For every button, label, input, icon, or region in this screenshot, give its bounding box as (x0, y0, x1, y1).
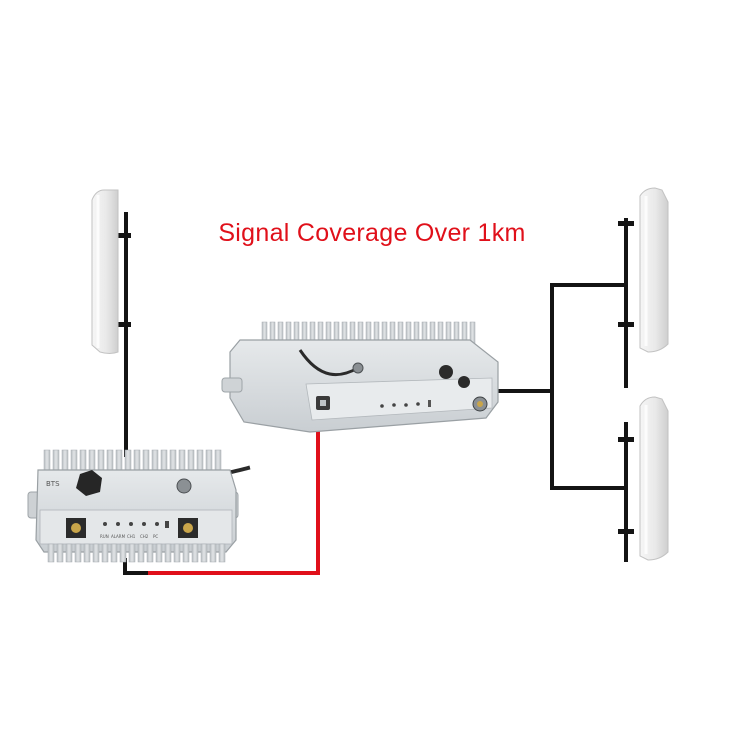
heat-sink-fin (119, 543, 127, 563)
bts-led-row (103, 521, 169, 528)
repeater-led-row (380, 400, 431, 408)
panel-antenna-icon (639, 187, 669, 353)
heat-sink-fin (133, 449, 141, 473)
heat-sink-fin (88, 449, 96, 473)
heat-sink-fin (187, 449, 195, 473)
service-antenna-lower (618, 396, 669, 562)
heat-sink-fin (83, 543, 91, 563)
coverage-headline: Signal Coverage Over 1km (218, 219, 526, 247)
bts-output-cable (123, 558, 154, 575)
heat-sink-fin (110, 543, 118, 563)
bts-side-connector-icon (176, 478, 192, 494)
heat-sink-fin (47, 543, 55, 563)
heat-sink-fin (155, 543, 163, 563)
panel-antenna-icon (639, 396, 669, 561)
bts-vent-icon (76, 470, 102, 496)
heat-sink-fin (209, 543, 217, 563)
heat-sink-fin (178, 449, 186, 473)
donor-antenna (91, 189, 131, 400)
heat-sink-fin (65, 543, 73, 563)
bts-port-label-run: RUN (100, 534, 109, 539)
bts-port-label-ch2: CH2 (140, 534, 149, 539)
heat-sink-fin (160, 449, 168, 473)
bts-label: BTS (46, 480, 60, 488)
heat-sink-fin (115, 449, 123, 473)
heat-sink-fin (200, 543, 208, 563)
bts-port-label-alarm: ALARM (111, 534, 126, 539)
heat-sink-fin (142, 449, 150, 473)
heat-sink-fin (173, 543, 181, 563)
heat-sink-fin (196, 449, 204, 473)
heat-sink-fin (101, 543, 109, 563)
bts-unit: BTS RUN ALARM CH1 CH2 PC (27, 449, 239, 563)
heat-sink-fin (164, 543, 172, 563)
heat-sink-fin (61, 449, 69, 473)
heat-sink-fin (146, 543, 154, 563)
bts-port-label-ch1: CH1 (127, 534, 136, 539)
service-antenna-upper (618, 187, 669, 388)
donor-bracket-top (117, 233, 131, 238)
heat-sink-fin (218, 543, 226, 563)
outdoor-repeater-icon (221, 321, 499, 433)
heat-sink-fin (70, 449, 78, 473)
donor-bracket-bottom (117, 322, 131, 327)
heat-sink-fin (191, 543, 199, 563)
heat-sink-fin (92, 543, 100, 563)
bts-repeater-icon: BTS RUN ALARM CH1 CH2 PC (27, 449, 239, 563)
heat-sink-fin (214, 449, 222, 473)
heat-sink-fin (52, 449, 60, 473)
heat-sink-fin (124, 449, 132, 473)
repeater-vent-icon (439, 365, 453, 379)
repeater-unit (221, 321, 499, 433)
heat-sink-fin (106, 449, 114, 473)
heat-sink-fin (43, 449, 51, 473)
bts-port-label-pc: PC (153, 534, 158, 539)
heat-sink-fin (205, 449, 213, 473)
heat-sink-fin (128, 543, 136, 563)
heat-sink-fin (137, 543, 145, 563)
heat-sink-fin (74, 543, 82, 563)
heat-sink-fin (169, 449, 177, 473)
heat-sink-fin (151, 449, 159, 473)
heat-sink-fin (182, 543, 190, 563)
heat-sink-fin (79, 449, 87, 473)
heat-sink-fin (97, 449, 105, 473)
heat-sink-fin (56, 543, 64, 563)
panel-antenna-icon (91, 189, 119, 354)
link-cable-red (148, 428, 320, 575)
